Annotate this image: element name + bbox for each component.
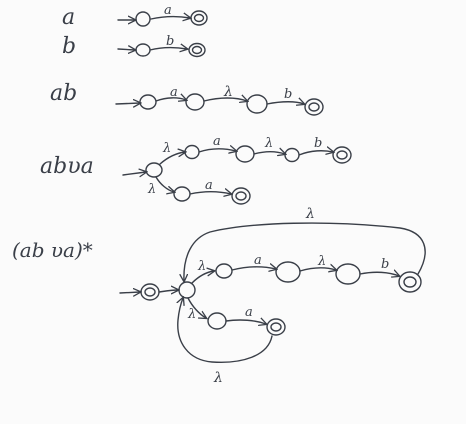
- accept-state-outer: [398, 271, 422, 293]
- transition-arrow: [225, 320, 266, 324]
- edge-label-b: b: [284, 87, 292, 102]
- transition-arrow: [359, 272, 399, 276]
- accept-state-outer: [188, 42, 206, 58]
- state-node: [185, 93, 205, 111]
- accept-state-outer: [140, 283, 160, 301]
- accept-state-outer: [231, 187, 251, 205]
- accept-state-outer: [190, 10, 208, 26]
- edge-label-lambda: λ: [223, 84, 233, 100]
- label-ab-union-a-star: (ab υa)*: [12, 238, 93, 262]
- edge-label-lambda: λ: [187, 307, 196, 322]
- edge-label-lambda: λ: [147, 182, 156, 197]
- state-node: [184, 144, 200, 160]
- label-ab: ab: [50, 81, 78, 106]
- transition-arrow: [187, 297, 206, 318]
- accept-state-inner: [235, 191, 247, 201]
- transition-arrow: [198, 149, 236, 152]
- state-node: [135, 11, 151, 27]
- label-a: a: [62, 5, 76, 30]
- state-node: [145, 162, 163, 178]
- start-arrow: [122, 172, 146, 175]
- edge-label-lambda: λ: [213, 370, 223, 386]
- edge-label-lambda: λ: [264, 136, 273, 151]
- transition-arrow: [298, 151, 333, 156]
- transition-arrow: [155, 98, 186, 101]
- accept-state-inner: [270, 322, 282, 332]
- edge-label-b: b: [314, 136, 322, 151]
- edge-label-lambda: λ: [317, 254, 326, 269]
- edge-label-b: b: [381, 257, 389, 272]
- edge-label-lambda: λ: [197, 259, 206, 274]
- nfa-a: a: [117, 3, 208, 27]
- accept-state-inner: [336, 150, 348, 160]
- edge-label-lambda: λ: [305, 206, 315, 222]
- state-node: [215, 263, 233, 279]
- nfa-b: b: [117, 34, 206, 58]
- edge-label-lambda: λ: [162, 141, 171, 156]
- transition-arrow: [203, 98, 247, 101]
- edge-label-b: b: [166, 34, 174, 49]
- state-node: [207, 312, 227, 330]
- start-arrow: [115, 103, 140, 104]
- transition-arrow: [231, 267, 276, 270]
- transition-arrow: [150, 17, 190, 19]
- state-node: [135, 43, 151, 57]
- accept-state-outer: [266, 318, 286, 336]
- edge-label-a: a: [164, 3, 172, 18]
- accept-state-inner: [191, 45, 203, 55]
- nfa-ab-union-a-star: λ a λ b λ λ a λ: [119, 206, 426, 386]
- edge-label-a: a: [254, 253, 262, 268]
- start-arrow: [119, 292, 140, 293]
- transition-arrow: [155, 176, 174, 192]
- label-b: b: [62, 34, 77, 59]
- edge-label-a: a: [245, 305, 253, 320]
- transition-arrow: [191, 271, 214, 284]
- transition-arrow: [253, 152, 285, 154]
- start-arrow: [117, 49, 135, 50]
- nfa-ab-union-a: λ a λ b λ a: [122, 134, 352, 205]
- label-ab-union-a: abυa: [40, 154, 94, 179]
- accept-state-inner: [308, 102, 320, 112]
- transition-arrow: [266, 102, 304, 104]
- state-node: [235, 145, 255, 163]
- state-node: [178, 281, 196, 299]
- transition-arrow: [189, 192, 231, 194]
- accept-state-inner: [403, 276, 417, 288]
- accept-state-outer: [304, 98, 324, 116]
- state-node: [173, 186, 191, 202]
- state-node: [246, 94, 268, 114]
- edge-label-a: a: [170, 85, 178, 100]
- transition-arrow: [159, 152, 185, 165]
- edge-label-a: a: [213, 134, 221, 149]
- nfa-ab: a λ b: [115, 84, 324, 116]
- loop-back-arrow: [178, 298, 273, 363]
- accept-state-inner: [144, 287, 156, 297]
- transition-arrow: [299, 268, 336, 271]
- loop-back-arrow: [184, 222, 426, 281]
- state-node: [139, 94, 157, 110]
- accept-state-outer: [332, 146, 352, 164]
- transition-arrow: [158, 290, 178, 292]
- accept-state-inner: [193, 13, 205, 23]
- state-node: [335, 263, 361, 285]
- transition-arrow: [149, 48, 187, 50]
- state-node: [284, 147, 300, 163]
- state-node: [275, 261, 301, 283]
- edge-label-a: a: [205, 178, 213, 193]
